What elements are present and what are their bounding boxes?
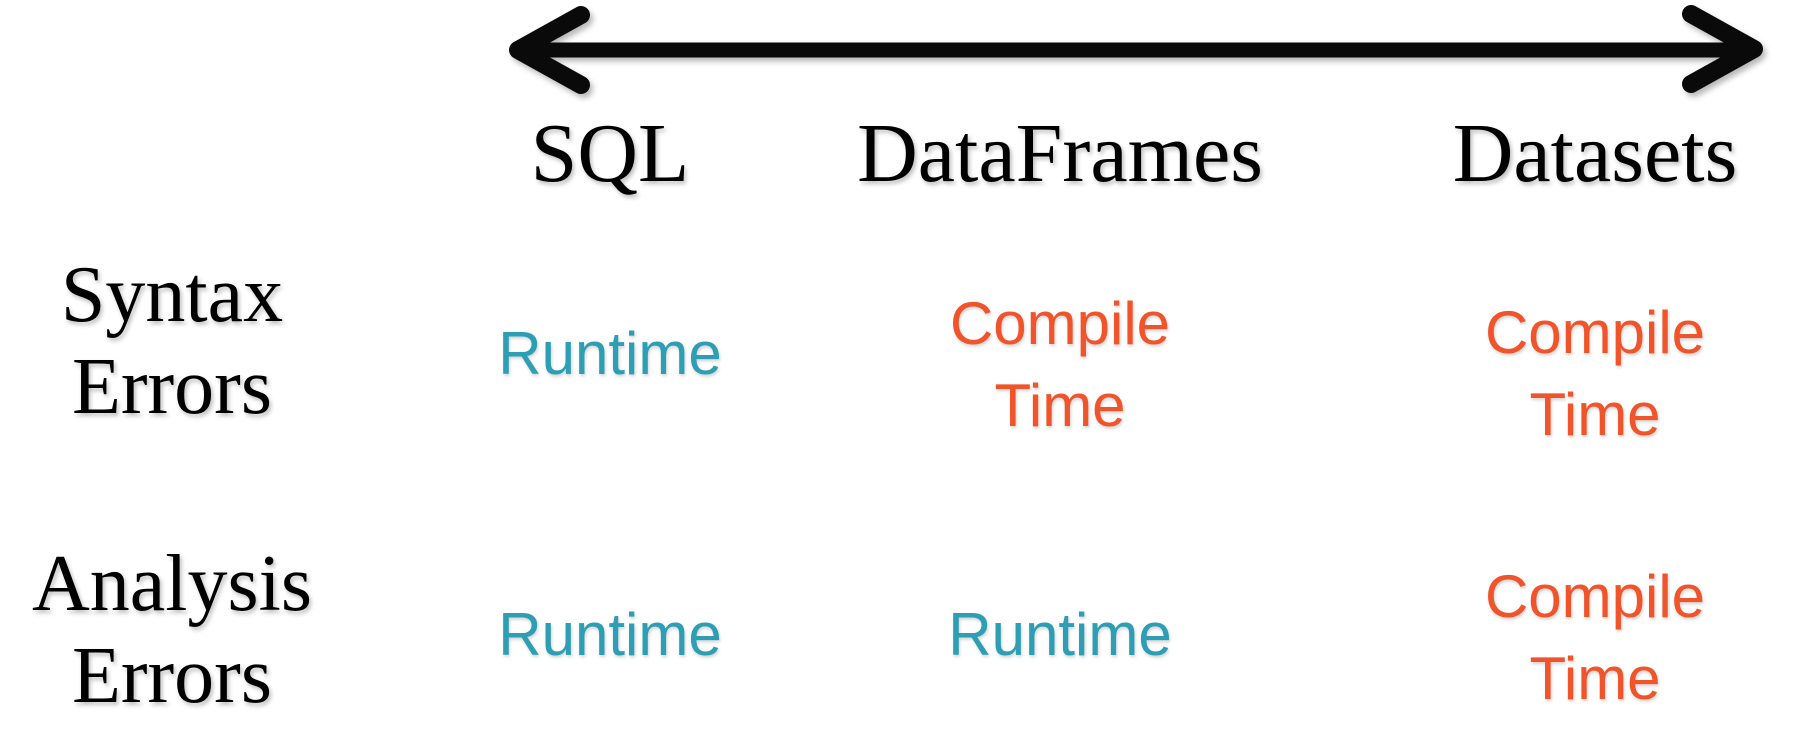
- cell-analysis-datasets: Compile Time: [1380, 556, 1804, 720]
- cell-analysis-dataframes: Runtime: [845, 594, 1275, 676]
- row-label-line: Analysis: [32, 540, 312, 628]
- column-header-sql: SQL: [530, 107, 690, 200]
- row-label-line: Errors: [72, 632, 272, 720]
- cell-syntax-dataframes: Compile Time: [845, 283, 1275, 447]
- row-label-line: Syntax: [60, 251, 284, 339]
- column-header-datasets: Datasets: [1452, 107, 1738, 200]
- cell-line: Time: [994, 372, 1126, 439]
- cell-line: Runtime: [498, 601, 722, 668]
- row-label-line: Errors: [72, 343, 272, 431]
- row-label-syntax-errors: Syntax Errors: [0, 249, 344, 433]
- cell-line: Time: [1529, 381, 1661, 448]
- cell-analysis-sql: Runtime: [440, 594, 780, 676]
- bidirectional-arrow-icon: [509, 5, 1763, 94]
- cell-line: Runtime: [498, 320, 722, 387]
- cell-line: Time: [1529, 645, 1661, 712]
- cell-line: Runtime: [948, 601, 1172, 668]
- row-label-analysis-errors: Analysis Errors: [0, 538, 344, 722]
- cell-line: Compile: [949, 290, 1171, 357]
- column-header-dataframes: DataFrames: [857, 107, 1263, 200]
- cell-syntax-sql: Runtime: [440, 313, 780, 395]
- cell-syntax-datasets: Compile Time: [1380, 292, 1804, 456]
- cell-line: Compile: [1484, 299, 1706, 366]
- cell-line: Compile: [1484, 563, 1706, 630]
